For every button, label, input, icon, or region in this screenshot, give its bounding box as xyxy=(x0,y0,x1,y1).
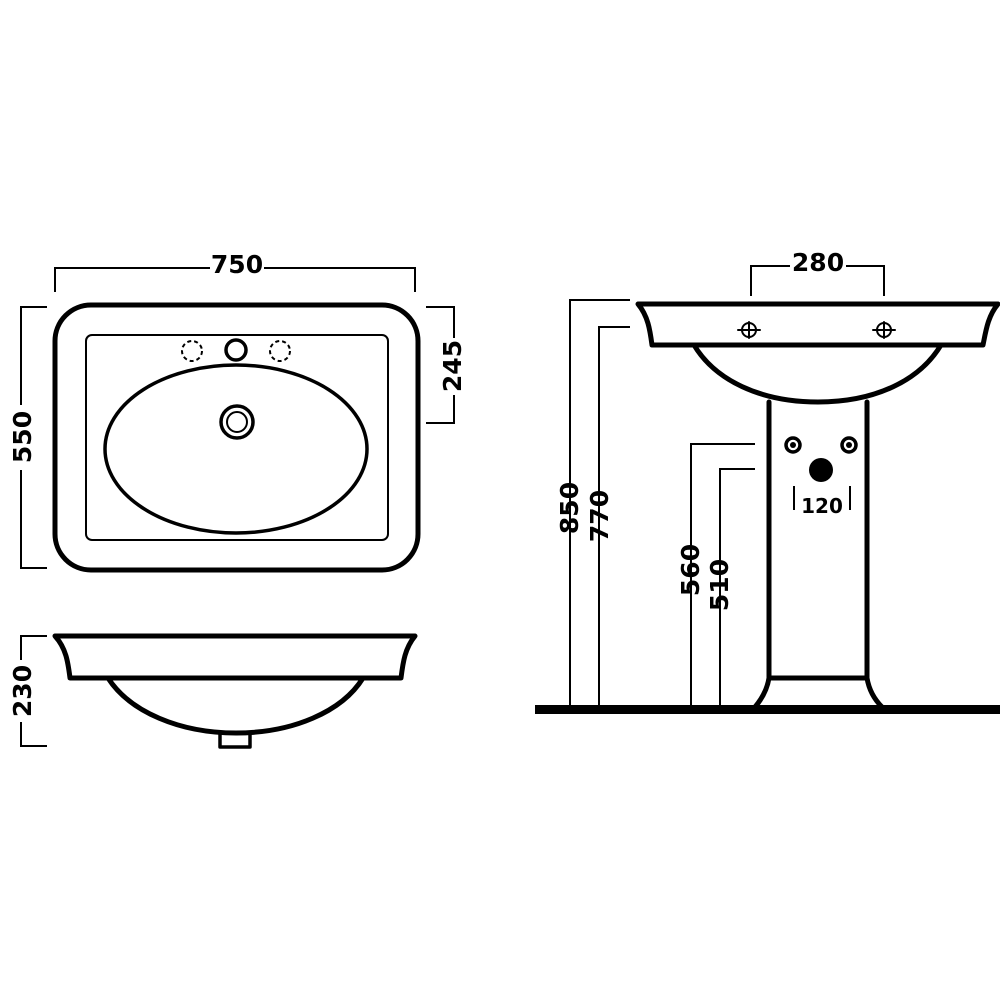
pedestal-column xyxy=(766,399,870,681)
dim-230-label: 230 xyxy=(8,665,37,717)
dim-230-line-top xyxy=(20,635,47,660)
tap-hole-right-marker xyxy=(872,321,896,339)
dim-245-line-top xyxy=(426,306,455,338)
supply-point-left-outer xyxy=(784,436,802,454)
dim-245-line-bottom xyxy=(426,395,455,424)
basin-side-outline xyxy=(635,301,1000,348)
side-view: 280 120 850 770 560 510 xyxy=(535,248,1000,714)
dim-770-line xyxy=(598,326,630,705)
basin-inner-rim xyxy=(85,334,389,541)
dim-560-line xyxy=(690,443,755,705)
drain-inner xyxy=(226,411,248,433)
dim-560-label: 560 xyxy=(676,544,705,596)
dim-770-label: 770 xyxy=(585,490,614,542)
bowl-side-outline xyxy=(691,342,944,405)
tap-hole-left-marker xyxy=(737,321,761,339)
tap-hole-right-knockout xyxy=(269,340,291,362)
basin-outline xyxy=(52,302,421,573)
dim-510-label: 510 xyxy=(705,559,734,611)
pedestal-base xyxy=(752,675,885,710)
dim-850-line xyxy=(569,299,630,705)
bowl-outline xyxy=(103,363,369,535)
dim-550-line-bottom xyxy=(20,470,47,569)
dim-120-label: 120 xyxy=(801,494,843,518)
dim-750-line-left xyxy=(54,267,210,292)
dim-750-label: 750 xyxy=(211,250,263,279)
dim-750-line-right xyxy=(264,267,416,292)
waste-point xyxy=(809,458,833,482)
waste-outlet xyxy=(218,731,252,749)
dim-510-line xyxy=(719,468,755,705)
supply-point-right-outer xyxy=(840,436,858,454)
dim-850-label: 850 xyxy=(555,482,584,534)
drain-outer xyxy=(219,404,255,440)
front-view: 230 xyxy=(8,633,418,749)
tap-hole-center xyxy=(224,338,248,362)
supply-point-right-inner xyxy=(846,442,852,448)
tap-hole-left-knockout xyxy=(181,340,203,362)
basin-front-outline xyxy=(52,633,418,681)
top-view: 750 550 245 xyxy=(8,250,467,573)
supply-point-left-inner xyxy=(790,442,796,448)
dim-550-label: 550 xyxy=(8,411,37,463)
bowl-front-outline xyxy=(105,675,366,736)
dim-550-line-top xyxy=(20,306,47,405)
dim-245-label: 245 xyxy=(438,340,467,392)
dim-280-line-left xyxy=(750,265,790,296)
dim-280-label: 280 xyxy=(792,248,844,277)
dim-230-line-bottom xyxy=(20,722,47,747)
floor-line xyxy=(535,705,1000,714)
dim-280-line-right xyxy=(846,265,885,296)
